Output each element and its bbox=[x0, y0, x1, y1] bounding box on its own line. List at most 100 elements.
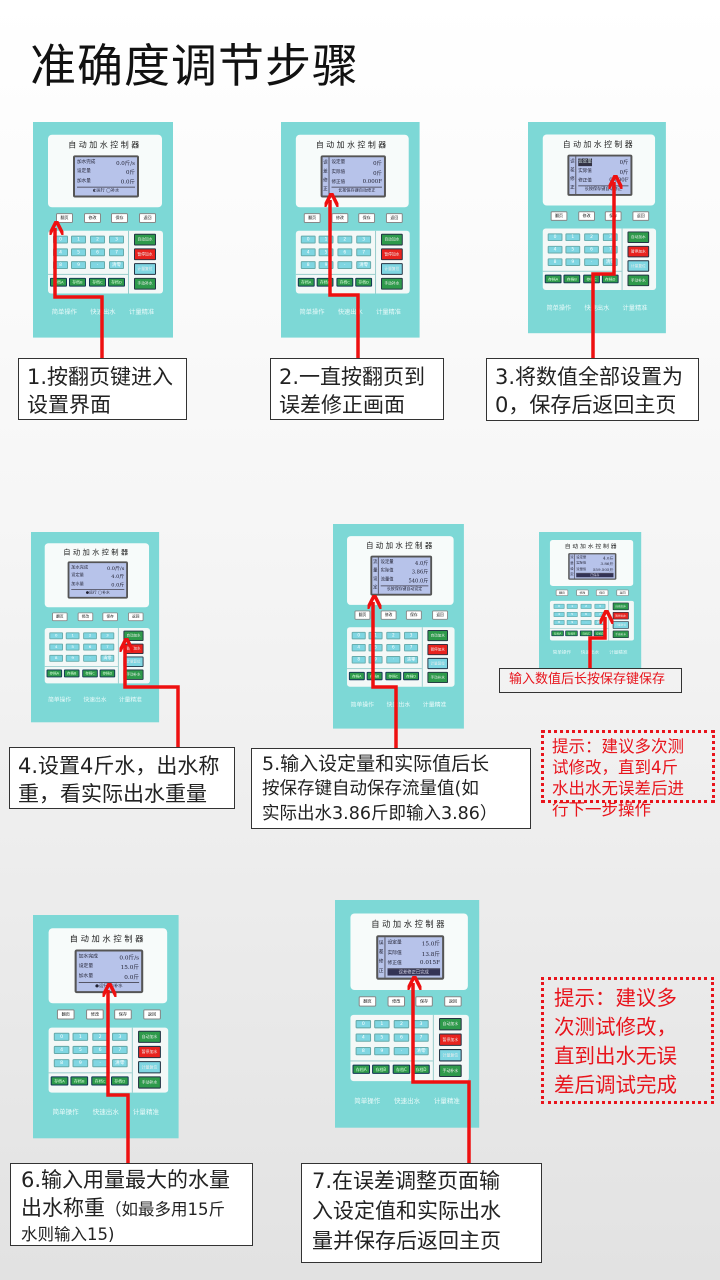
store-button[interactable]: 存档A bbox=[46, 669, 63, 678]
function-button-2[interactable]: 修改 bbox=[331, 213, 349, 223]
keypad-key[interactable]: 7 bbox=[112, 1045, 128, 1055]
store-button[interactable]: 存档C bbox=[82, 669, 98, 678]
keypad-key[interactable]: 清零 bbox=[404, 656, 419, 664]
keypad-key[interactable]: 6 bbox=[580, 611, 592, 617]
store-button[interactable]: 存档A bbox=[50, 277, 67, 287]
mode-button[interactable]: 计量复位 bbox=[380, 263, 403, 275]
keypad-key[interactable]: 7 bbox=[109, 248, 124, 257]
function-button-3[interactable]: 保存 bbox=[114, 1009, 132, 1020]
keypad-key[interactable]: 2 bbox=[580, 603, 592, 609]
function-button-2[interactable]: 修改 bbox=[387, 996, 406, 1007]
keypad-key[interactable]: 3 bbox=[112, 1032, 128, 1041]
keypad-key[interactable]: 7 bbox=[404, 643, 419, 652]
keypad-key[interactable]: 5 bbox=[368, 643, 383, 652]
mode-button[interactable]: 暂停加水 bbox=[612, 611, 629, 620]
function-button-2[interactable]: 修改 bbox=[380, 610, 397, 620]
store-button[interactable]: 存档A bbox=[551, 630, 564, 637]
keypad-key[interactable]: · bbox=[83, 654, 97, 662]
mode-button[interactable]: 自动加水 bbox=[380, 233, 403, 246]
keypad-key[interactable]: 8 bbox=[49, 654, 64, 662]
keypad-key[interactable]: 清零 bbox=[356, 261, 372, 269]
keypad-key[interactable]: 8 bbox=[53, 261, 68, 269]
keypad-key[interactable]: 清零 bbox=[112, 1059, 128, 1068]
mode-button[interactable]: 计量复位 bbox=[134, 263, 156, 275]
keypad-key[interactable]: 0 bbox=[53, 1032, 70, 1041]
function-button-1[interactable]: 翻页 bbox=[354, 610, 371, 620]
store-button[interactable]: 存档D bbox=[412, 1064, 430, 1074]
mode-button[interactable]: 手动补水 bbox=[138, 1076, 161, 1089]
keypad-key[interactable]: 清零 bbox=[602, 258, 618, 266]
keypad-key[interactable]: 0 bbox=[300, 235, 316, 244]
keypad-key[interactable]: 4 bbox=[53, 1045, 70, 1055]
store-button[interactable]: 存档C bbox=[91, 1076, 109, 1086]
keypad-key[interactable]: 2 bbox=[393, 1020, 410, 1029]
function-button-4[interactable]: 返回 bbox=[127, 612, 144, 622]
keypad-key[interactable]: 6 bbox=[393, 1033, 410, 1042]
keypad-key[interactable]: 9 bbox=[65, 654, 80, 662]
mode-button[interactable]: 计量复位 bbox=[138, 1061, 161, 1074]
function-button-3[interactable]: 保存 bbox=[405, 610, 422, 620]
mode-button[interactable]: 自动加水 bbox=[627, 231, 650, 243]
store-button[interactable]: 存档B bbox=[69, 277, 86, 287]
store-button[interactable]: 存档A bbox=[544, 274, 562, 284]
keypad-key[interactable]: 4 bbox=[351, 643, 366, 652]
keypad-key[interactable]: 5 bbox=[374, 1033, 390, 1042]
keypad-key[interactable]: 2 bbox=[337, 235, 353, 244]
mode-button[interactable]: 自动加水 bbox=[123, 630, 144, 641]
keypad-key[interactable]: 9 bbox=[318, 261, 334, 269]
function-button-4[interactable]: 返回 bbox=[139, 213, 156, 223]
keypad-key[interactable]: 4 bbox=[553, 611, 565, 617]
store-button[interactable]: 存档C bbox=[385, 671, 402, 681]
function-button-3[interactable]: 保存 bbox=[604, 211, 622, 221]
mode-button[interactable]: 计量复位 bbox=[427, 657, 449, 670]
keypad-key[interactable]: 清零 bbox=[594, 620, 606, 625]
keypad-key[interactable]: 8 bbox=[553, 620, 565, 625]
store-button[interactable]: 存档C bbox=[583, 274, 600, 284]
function-button-4[interactable]: 返回 bbox=[143, 1009, 161, 1020]
keypad-key[interactable]: 4 bbox=[53, 248, 68, 257]
store-button[interactable]: 存档B bbox=[372, 1064, 390, 1074]
mode-button[interactable]: 手动补水 bbox=[427, 671, 449, 684]
store-button[interactable]: 存档B bbox=[563, 274, 581, 284]
mode-button[interactable]: 手动补水 bbox=[123, 669, 144, 680]
keypad-key[interactable]: 清零 bbox=[109, 261, 124, 269]
keypad-key[interactable]: 8 bbox=[355, 1046, 372, 1056]
function-button-3[interactable]: 保存 bbox=[358, 213, 376, 223]
function-button-2[interactable]: 修改 bbox=[84, 213, 101, 223]
function-button-3[interactable]: 保存 bbox=[595, 589, 609, 596]
keypad-key[interactable]: 5 bbox=[65, 643, 80, 651]
keypad-key[interactable]: 0 bbox=[355, 1020, 372, 1029]
keypad-key[interactable]: 0 bbox=[351, 631, 366, 640]
function-button-1[interactable]: 翻页 bbox=[52, 612, 68, 622]
function-button-2[interactable]: 修改 bbox=[576, 589, 589, 596]
keypad-key[interactable]: 4 bbox=[355, 1033, 372, 1042]
keypad-key[interactable]: 9 bbox=[368, 656, 383, 664]
function-button-1[interactable]: 翻页 bbox=[303, 213, 321, 223]
keypad-key[interactable]: 5 bbox=[72, 1045, 89, 1055]
store-button[interactable]: 存档D bbox=[99, 669, 116, 678]
function-button-4[interactable]: 返回 bbox=[444, 996, 462, 1007]
keypad-key[interactable]: 1 bbox=[565, 233, 581, 242]
function-button-4[interactable]: 返回 bbox=[432, 610, 449, 620]
keypad-key[interactable]: 9 bbox=[374, 1046, 390, 1056]
keypad-key[interactable]: 8 bbox=[53, 1059, 70, 1068]
mode-button[interactable]: 暂停加水 bbox=[627, 245, 650, 258]
store-button[interactable]: 存档B bbox=[366, 671, 383, 681]
store-button[interactable]: 存档D bbox=[111, 1076, 129, 1086]
mode-button[interactable]: 计量复位 bbox=[439, 1049, 462, 1062]
keypad-key[interactable]: 3 bbox=[404, 631, 419, 640]
keypad-key[interactable]: 3 bbox=[594, 603, 606, 609]
keypad-key[interactable]: 9 bbox=[72, 1059, 89, 1068]
keypad-key[interactable]: 6 bbox=[92, 1045, 108, 1055]
keypad-key[interactable]: · bbox=[92, 1059, 108, 1068]
store-button[interactable]: 存档B bbox=[70, 1076, 89, 1086]
function-button-4[interactable]: 返回 bbox=[632, 211, 650, 221]
store-button[interactable]: 存档D bbox=[403, 671, 420, 681]
keypad-key[interactable]: 2 bbox=[83, 632, 97, 640]
keypad-key[interactable]: 3 bbox=[602, 233, 618, 242]
store-button[interactable]: 存档C bbox=[392, 1064, 411, 1074]
keypad-key[interactable]: · bbox=[584, 258, 599, 266]
function-button-2[interactable]: 修改 bbox=[77, 612, 94, 622]
keypad-key[interactable]: 2 bbox=[92, 1032, 108, 1041]
keypad-key[interactable]: · bbox=[386, 656, 401, 664]
